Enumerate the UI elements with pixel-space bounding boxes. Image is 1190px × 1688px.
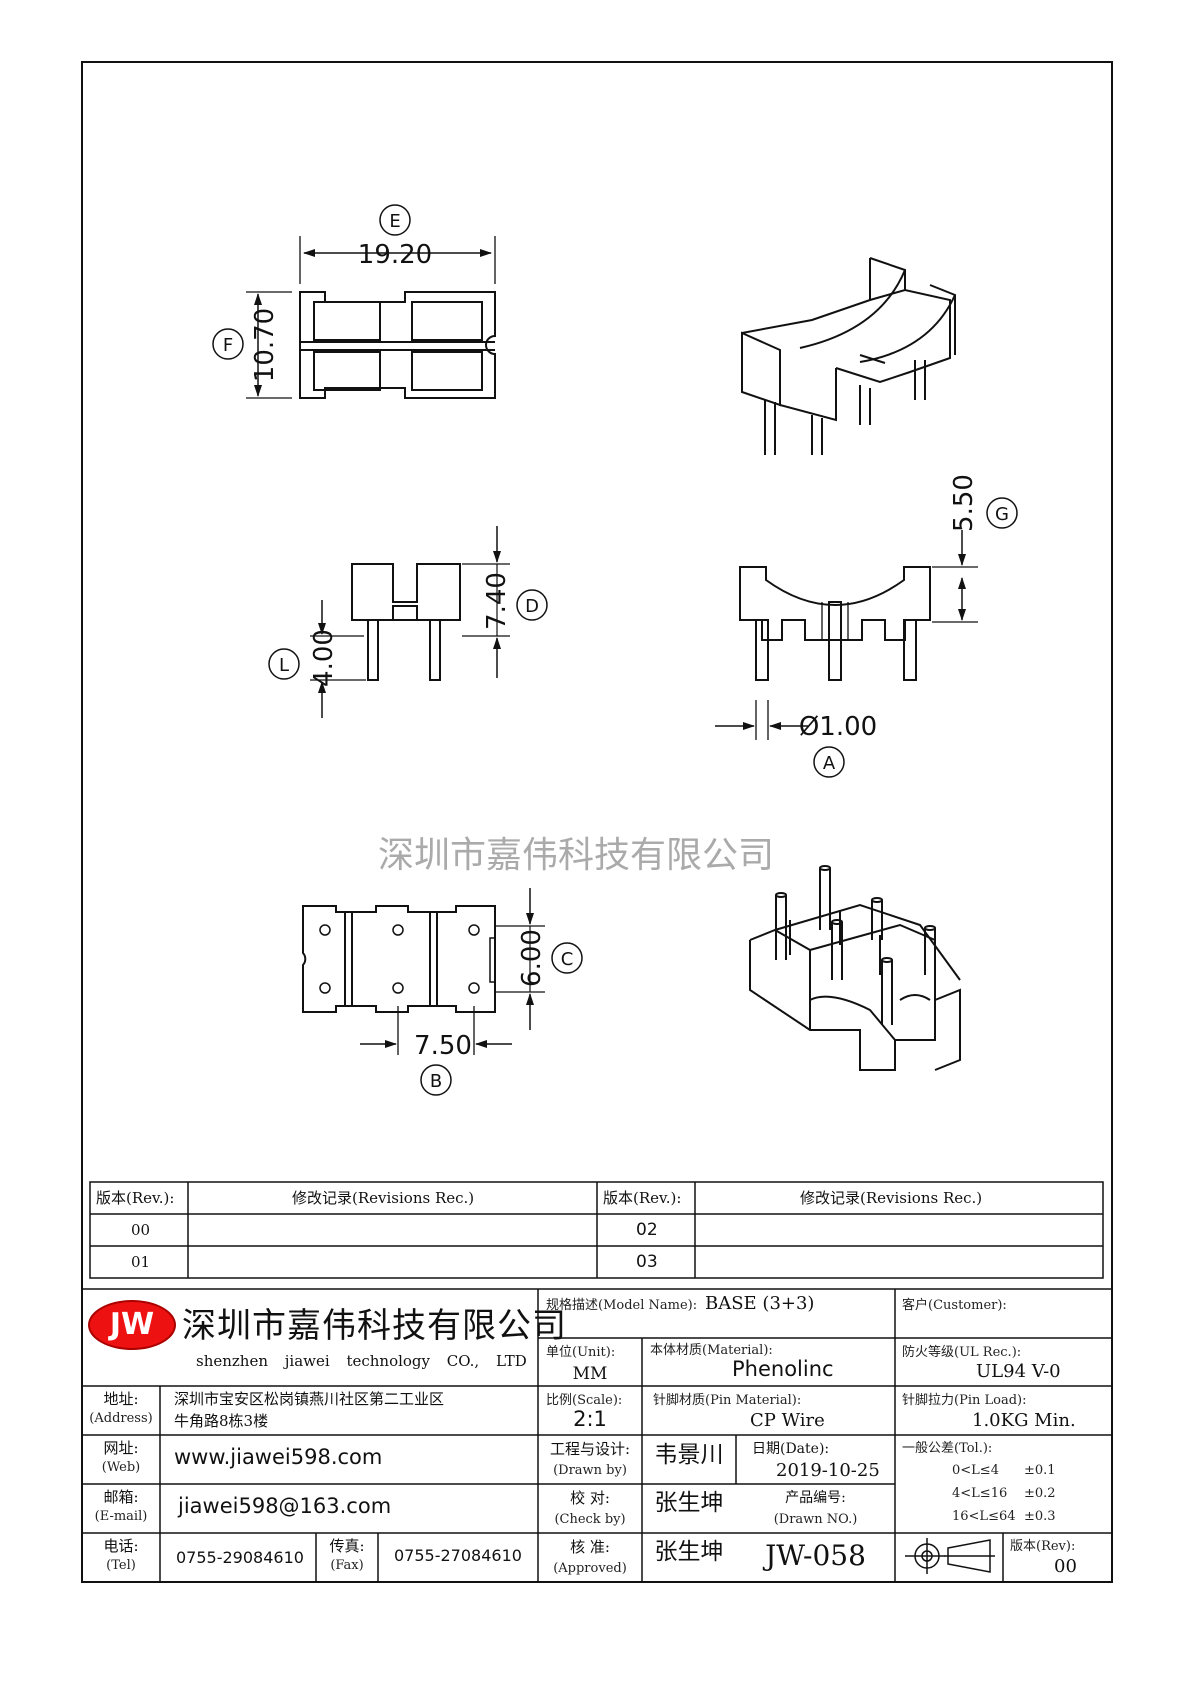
tol-range-2: 4<L≤16 [952,1486,1008,1501]
bottom-view [302,888,545,1055]
dim-A-letter: A [823,753,836,774]
web-label-en: (Web) [101,1460,141,1475]
sheet-border [81,61,1113,1583]
side-view [310,526,510,718]
fax-value: 0755-27084610 [394,1546,522,1565]
dim-C-letter: C [561,949,574,970]
check-label-cn: 校 对: [570,1489,610,1507]
approved-label-cn: 核 准: [570,1538,610,1556]
drawn-label-cn: 工程与设计: [549,1440,631,1458]
fax-label-en: (Fax) [330,1558,364,1573]
rev-row-02: 02 [636,1220,658,1240]
dim-F-value: 10.70 [250,308,280,382]
drawing-no-label-cn: 产品编号: [785,1490,846,1506]
tel-value: 0755-29084610 [176,1548,304,1567]
email-label-en: (E-mail) [94,1509,148,1524]
web-link[interactable]: www.jiawei598.com [174,1445,383,1469]
date-label: 日期(Date): [752,1441,830,1457]
rec-header-left: 修改记录(Revisions Rec.) [292,1189,475,1207]
iso-view-top [741,257,956,455]
address-line-1: 深圳市宝安区松岗镇燕川社区第二工业区 [174,1390,445,1408]
model-label: 规格描述(Model Name): [546,1298,698,1313]
dim-B-letter: B [430,1071,442,1092]
ul-value: UL94 V-0 [976,1361,1061,1382]
ul-label: 防火等级(UL Rec.): [902,1345,1022,1360]
customer-label: 客户(Customer): [902,1298,1007,1313]
tolerance-label: 一般公差(Tol.): [902,1441,993,1456]
dim-E-letter: E [389,211,400,232]
rev-row-01: 01 [131,1253,151,1271]
scale-label: 比例(Scale): [546,1393,623,1408]
dim-E-value: 19.20 [358,240,432,270]
drawn-label-en: (Drawn by) [553,1463,627,1478]
tol-value-2: ±0.2 [1024,1486,1056,1501]
company-name-cn: 深圳市嘉伟科技有限公司 [182,1306,567,1346]
unit-value: MM [572,1364,608,1384]
dim-G-letter: G [995,504,1009,525]
drawing-no-value: JW-058 [765,1539,866,1572]
address-label-en: (Address) [89,1411,153,1426]
dim-A-value: Ø1.00 [799,712,877,742]
unit-label: 单位(Unit): [546,1345,616,1360]
tol-range-1: 0<L≤4 [952,1463,999,1478]
dim-F-letter: F [223,335,233,356]
rec-header-right: 修改记录(Revisions Rec.) [800,1189,983,1207]
dim-D-letter: D [525,596,539,617]
rev-row-03: 03 [636,1252,658,1272]
check-by-value: 张生坤 [654,1490,724,1516]
check-label-en: (Check by) [554,1512,626,1527]
pin-material-value: CP Wire [750,1410,825,1431]
rev-label: 版本(Rev): [1010,1539,1076,1554]
approved-by-value: 张生坤 [654,1539,724,1565]
dimension-balloons [212,204,1018,1096]
dimension-text: E F D L G A C B 19.20 10.70 7.40 4.00 5.… [223,211,1009,1092]
tel-label-en: (Tel) [106,1558,136,1573]
rev-header-right: 版本(Rev.): [603,1189,682,1207]
material-label: 本体材质(Material): [650,1343,773,1358]
top-view [246,236,496,399]
revision-table [89,1181,1104,1279]
material-value: Phenolinc [732,1357,834,1381]
email-link[interactable]: jiawei598@163.com [178,1494,392,1518]
dim-B-value: 7.50 [414,1031,472,1061]
web-label-cn: 网址: [103,1439,139,1457]
approved-label-en: (Approved) [553,1561,627,1576]
address-label-cn: 地址: [103,1390,139,1408]
rev-row-00: 00 [131,1221,151,1239]
tol-value-3: ±0.3 [1024,1509,1056,1524]
iso-view-bottom [749,865,961,1071]
drawing-no-label-en: (Drawn NO.) [773,1512,858,1527]
tol-range-3: 16<L≤64 [952,1509,1016,1524]
address-line-2: 牛角路8栋3楼 [174,1412,269,1430]
rev-value: 00 [1054,1556,1077,1577]
watermark-text: 深圳市嘉伟科技有限公司 [378,835,775,876]
scale-value: 2:1 [573,1407,607,1431]
dim-L-letter: L [279,655,289,676]
tel-label-cn: 电话: [103,1537,139,1555]
date-value: 2019-10-25 [776,1460,880,1481]
company-logo: JW [88,1300,176,1350]
company-name-en: shenzhen jiawei technology CO., LTD [196,1352,527,1370]
dim-G-value: 5.50 [949,474,979,532]
front-view [715,530,978,740]
fax-label-cn: 传真: [329,1537,365,1555]
dim-C-value: 6.00 [517,929,547,987]
model-value: BASE (3+3) [705,1293,815,1314]
projection-symbol-icon [905,1538,995,1574]
pin-material-label: 针脚材质(Pin Material): [653,1393,802,1408]
dim-L-value: 4.00 [309,629,339,687]
drawn-by-value: 韦景川 [654,1442,724,1468]
tol-value-1: ±0.1 [1024,1463,1056,1478]
rev-header-left: 版本(Rev.): [96,1189,175,1207]
pin-load-value: 1.0KG Min. [972,1410,1076,1431]
title-block [82,1288,1112,1582]
pin-load-label: 针脚拉力(Pin Load): [902,1393,1027,1408]
email-label-cn: 邮箱: [103,1488,139,1506]
dim-D-value: 7.40 [482,572,512,630]
